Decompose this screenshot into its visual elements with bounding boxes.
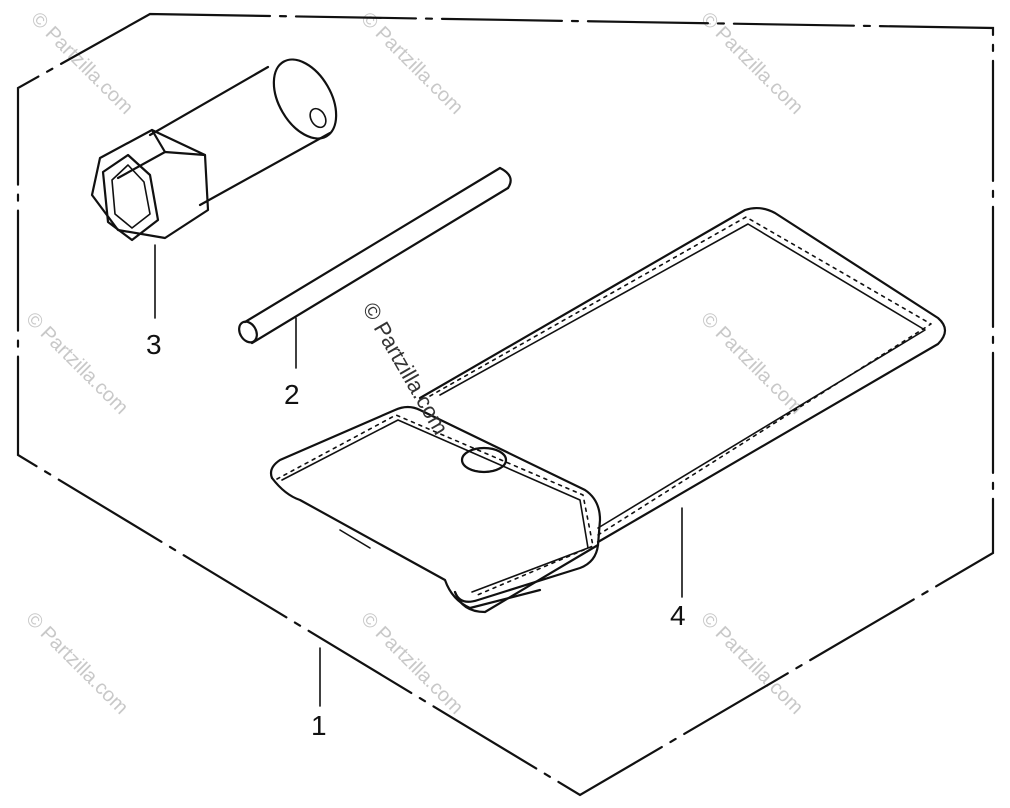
watermark-text: © Partzilla.com bbox=[696, 308, 807, 419]
tool-pouch bbox=[269, 206, 947, 614]
watermark-text: © Partzilla.com bbox=[696, 608, 807, 719]
callout-pouch: 4 bbox=[670, 600, 686, 631]
watermark-text: © Partzilla.com bbox=[21, 608, 132, 719]
watermark-text: © Partzilla.com bbox=[356, 608, 467, 719]
socket-wrench bbox=[90, 58, 338, 319]
callout-bar: 2 bbox=[284, 379, 300, 410]
callout-socket: 3 bbox=[146, 329, 162, 360]
kit-outline bbox=[16, 12, 995, 797]
watermark-text: © Partzilla.com bbox=[21, 308, 132, 419]
watermark-text: © Partzilla.com bbox=[356, 8, 467, 119]
callout-kit: 1 bbox=[311, 710, 327, 741]
center-watermark: © Partzilla.com bbox=[358, 298, 454, 439]
watermark-text: © Partzilla.com bbox=[26, 8, 137, 119]
tommy-bar bbox=[238, 166, 512, 369]
